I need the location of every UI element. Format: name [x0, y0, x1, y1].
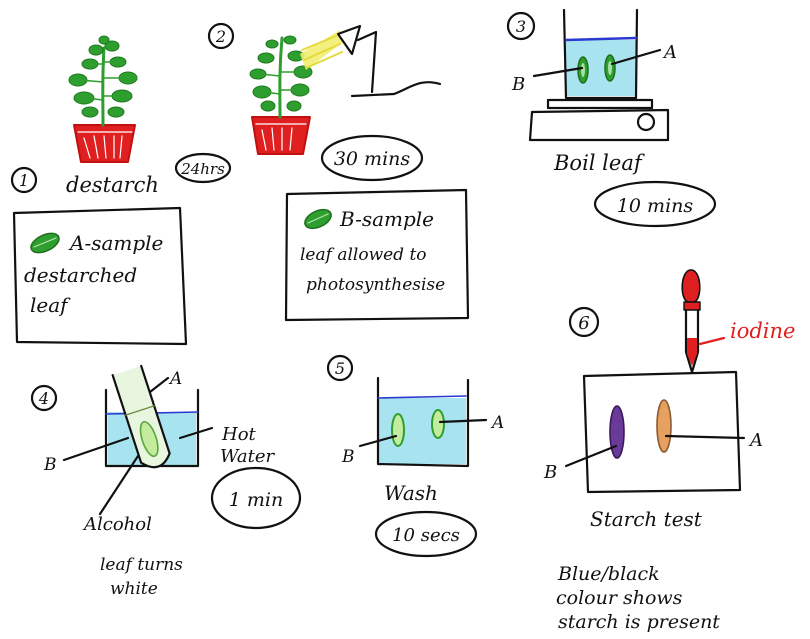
step-1-note-line-2: destarched	[24, 263, 137, 287]
step-3-number: 3	[516, 17, 526, 36]
dropper-icon	[681, 269, 701, 374]
step-4-time: 1 min	[229, 489, 283, 511]
step-1-note-box	[12, 206, 188, 346]
step-1-time: 24hrs	[180, 160, 225, 178]
step-4-result-line-1: leaf turns	[100, 555, 183, 575]
step-2-time: 30 mins	[334, 148, 411, 170]
orange-leaf	[656, 399, 672, 453]
step-4-water-line-2: Water	[220, 446, 276, 467]
step-3-number-circle	[506, 11, 536, 41]
step-4-alcohol-label: Alcohol	[82, 514, 152, 535]
step-3-label-a: A	[662, 42, 677, 63]
step-1-label: destarch	[66, 173, 159, 197]
step-5-time: 10 secs	[392, 525, 460, 546]
step-4-label-a: A	[168, 369, 182, 389]
step-3: 3 B A Boil leaf 10 mins	[506, 8, 717, 228]
step-6-label: Starch test	[590, 507, 703, 531]
step-4: 4 A B Hot Water Alcohol leaf turns white…	[30, 364, 302, 599]
wash-beaker	[376, 376, 470, 468]
step-4-water-line-1: Hot	[221, 424, 257, 445]
step-4-result-line-2: white	[110, 579, 158, 599]
step-3-leaves	[577, 54, 616, 84]
step-6-conclusion-line-2: colour shows	[556, 587, 683, 609]
step-5-label: Wash	[384, 481, 438, 505]
step-2-note-box	[284, 188, 470, 322]
step-1-number: 1	[19, 171, 29, 190]
step-1-note-line-3: leaf	[30, 293, 71, 317]
step-3-label-b: B	[511, 74, 525, 95]
step-4-number: 4	[38, 389, 49, 408]
test-tube-icon	[111, 364, 171, 469]
step-5-number-circle	[326, 354, 354, 382]
step-2-number-circle	[207, 22, 235, 50]
step-1: 1 destarch 24hrs	[10, 35, 232, 346]
step-6-number-circle	[568, 306, 600, 338]
step-3-time-circle	[593, 180, 717, 228]
step-5-number: 5	[335, 359, 345, 378]
step-6-tile	[582, 370, 742, 494]
hotplate-icon	[528, 8, 670, 142]
step-6-number: 6	[578, 313, 589, 334]
step-2-time-circle	[320, 134, 424, 182]
step-1-number-circle	[10, 166, 38, 194]
step-1-note-line-1: A-sample	[68, 231, 163, 255]
step-4-time-circle	[210, 466, 302, 530]
step-6: 6 iodine B A Starch test Blue/black colo…	[543, 269, 795, 633]
step-5: 5 B A Wash 10 secs	[326, 354, 504, 558]
step-4-number-circle	[30, 384, 58, 412]
plant-icon	[249, 35, 313, 155]
step-6-conclusion-line-1: Blue/black	[557, 563, 660, 585]
step-6-label-b: B	[543, 462, 557, 483]
blue-black-leaf	[609, 405, 625, 459]
step-2-note-line-1: B-sample	[339, 207, 434, 231]
lamp-icon	[300, 24, 442, 98]
step-6-conclusion-line-3: starch is present	[558, 611, 720, 633]
step-6-label-a: A	[748, 430, 763, 451]
step-1-time-circle	[174, 152, 232, 184]
step-5-time-circle	[374, 510, 478, 558]
step-3-label: Boil leaf	[553, 151, 645, 175]
step-3-time: 10 mins	[617, 195, 694, 217]
step-6-iodine-label: iodine	[730, 319, 795, 343]
step-2: 2	[207, 22, 470, 322]
step-5-label-b: B	[341, 447, 355, 467]
step-2-note-line-3: photosynthesise	[306, 275, 445, 295]
step-5-label-a: A	[490, 413, 504, 433]
step-2-number: 2	[215, 27, 226, 46]
plant-icon	[68, 35, 138, 163]
step-2-note-line-2: leaf allowed to	[300, 245, 427, 265]
step-4-label-b: B	[43, 455, 57, 475]
